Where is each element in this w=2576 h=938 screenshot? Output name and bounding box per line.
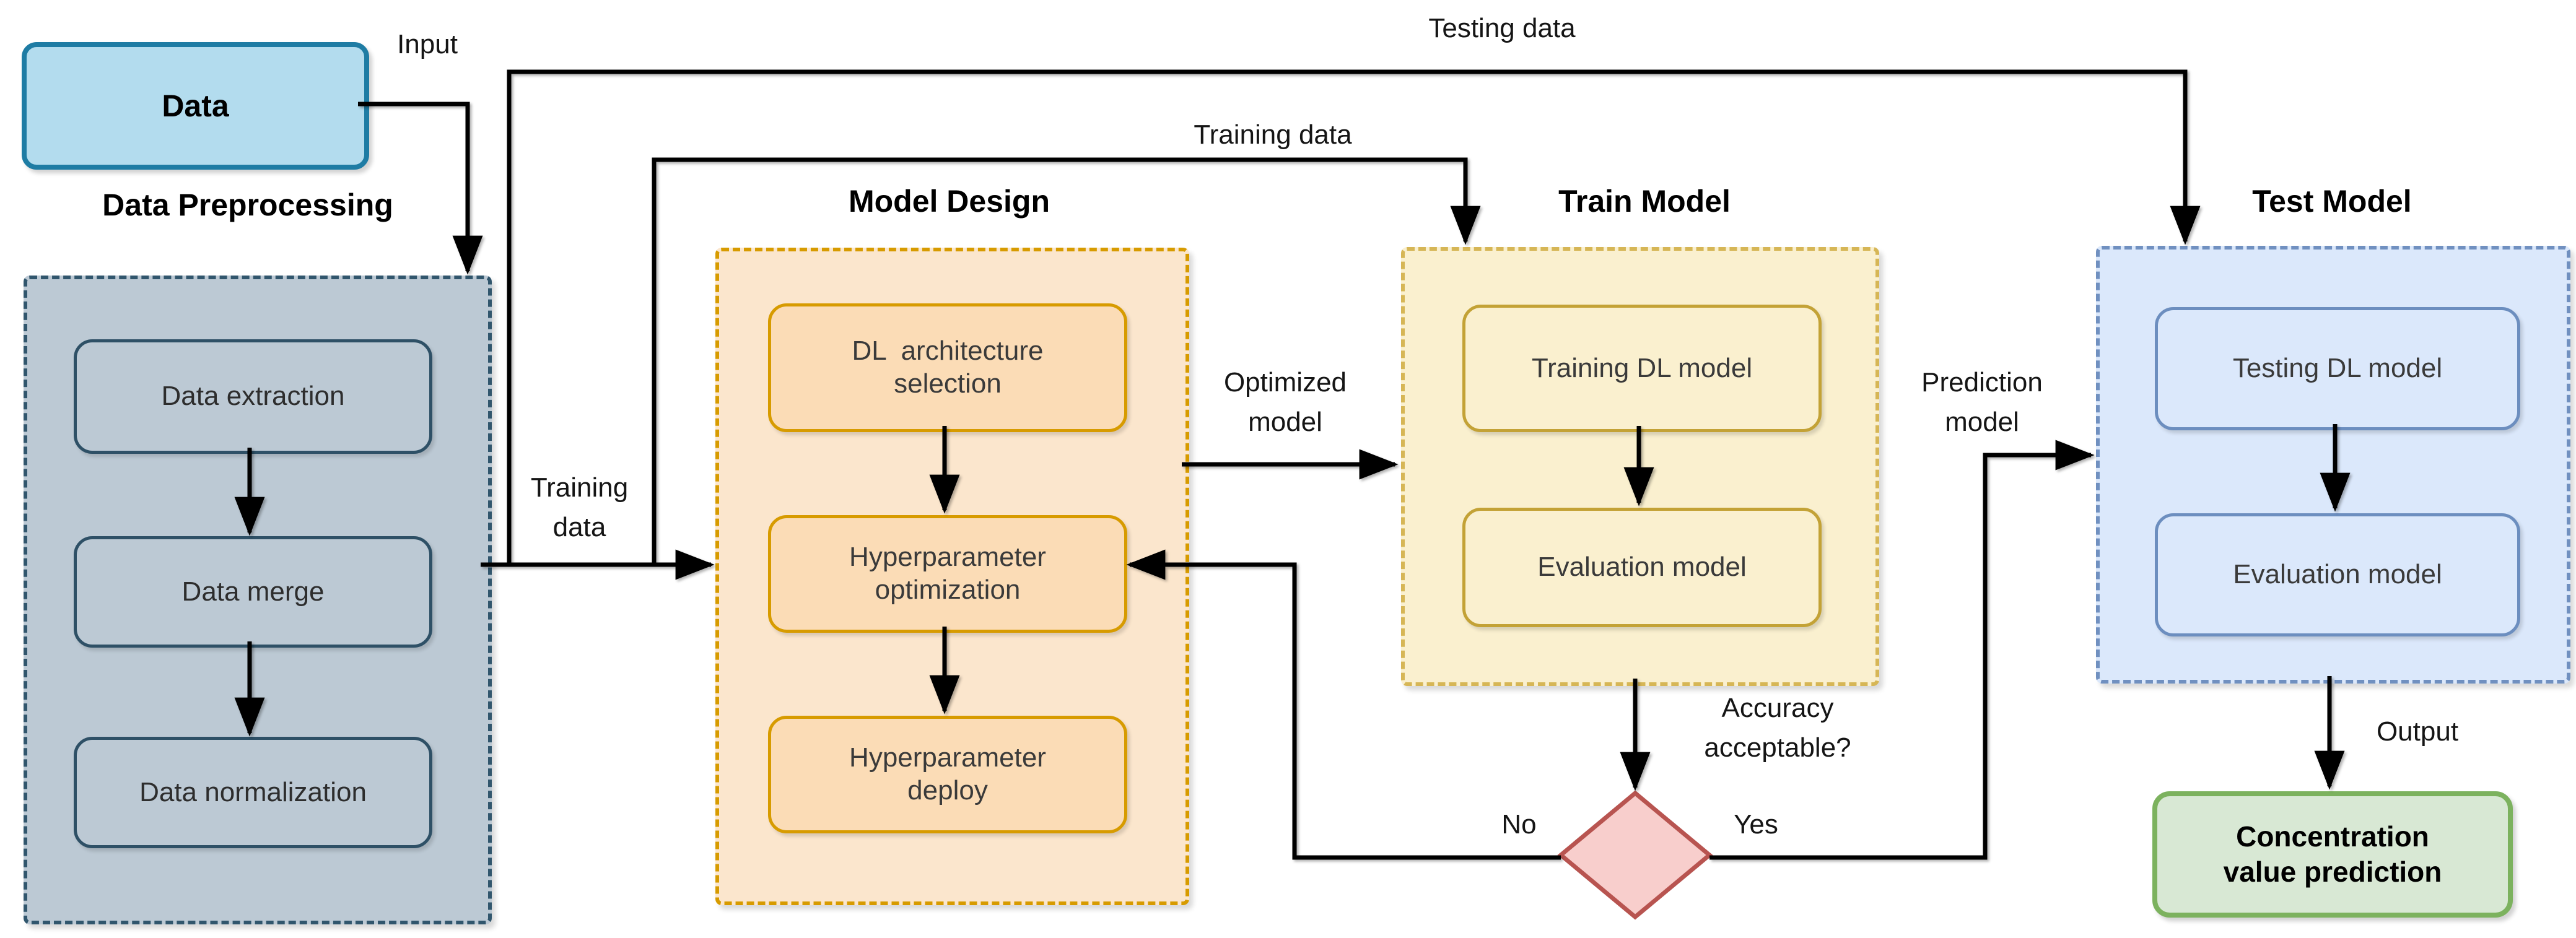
section-title-data-preprocessing: Data Preprocessing <box>102 188 393 222</box>
edge-label-yes: Yes <box>1734 809 1778 840</box>
section-title-test-model: Test Model <box>2252 184 2412 219</box>
edge-label-no: No <box>1501 809 1537 840</box>
edge-label-input: Input <box>397 29 458 59</box>
edge-label-testing-data: Testing data <box>1428 13 1576 43</box>
decision-diamond-shape <box>1557 790 1713 920</box>
section-title-train-model: Train Model <box>1558 184 1731 219</box>
node-data-merge: Data merge <box>74 536 432 648</box>
data-node: Data <box>22 42 369 170</box>
node-evaluation-model-test: Evaluation model <box>2155 513 2520 636</box>
edge-label-output: Output <box>2376 716 2459 747</box>
edge-label-optimized-model: Optimized model <box>1223 367 1347 437</box>
node-testing-dl-model: Testing DL model <box>2155 307 2520 430</box>
node-concentration-value-prediction: Concentration value prediction <box>2152 791 2513 918</box>
node-data-normalization: Data normalization <box>74 737 432 848</box>
section-title-model-design: Model Design <box>848 184 1050 219</box>
node-evaluation-model-train: Evaluation model <box>1462 508 1822 627</box>
edge-label-training-data-top: Training data <box>1194 119 1352 150</box>
node-hyperparameter-deploy: Hyperparameter deploy <box>768 716 1127 833</box>
edge-label-training-data-side: Training data <box>530 472 629 542</box>
node-data-extraction: Data extraction <box>74 339 432 454</box>
edge-label-prediction-model: Prediction model <box>1921 367 2043 437</box>
decision-diamond <box>1557 790 1713 920</box>
node-dl-architecture-selection: DL architecture selection <box>768 303 1127 432</box>
edge-label-accuracy-acceptable: Accuracy acceptable? <box>1704 693 1851 763</box>
node-training-dl-model: Training DL model <box>1462 305 1822 432</box>
node-hyperparameter-optimization: Hyperparameter optimization <box>768 515 1127 633</box>
